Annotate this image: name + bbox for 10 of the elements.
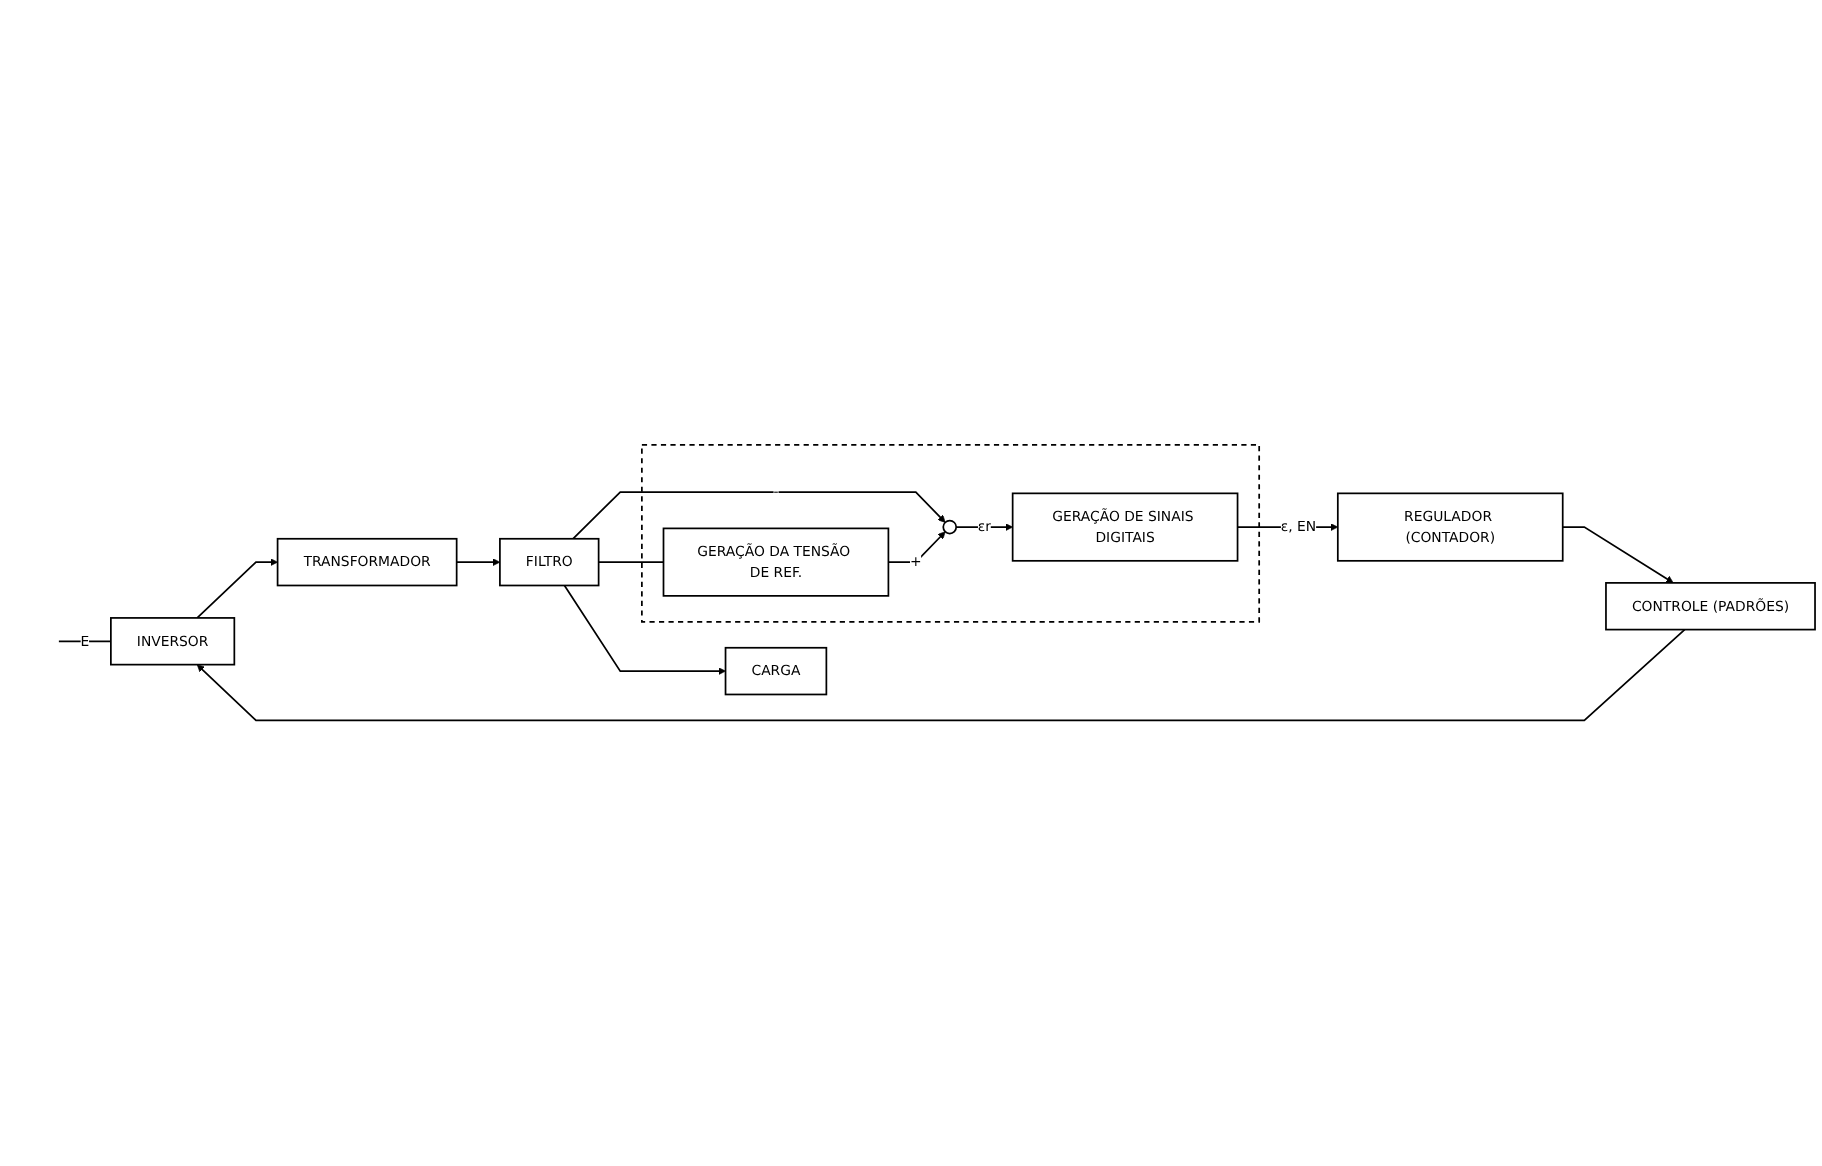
arrow [563,584,726,676]
arrow [455,558,501,567]
arrow [572,491,946,540]
cluster [641,444,1261,623]
connector [597,561,665,564]
arrow [1561,526,1674,584]
arrow [196,558,278,620]
arrow [196,629,1686,722]
node-circle [942,520,958,535]
arrow [887,531,946,564]
